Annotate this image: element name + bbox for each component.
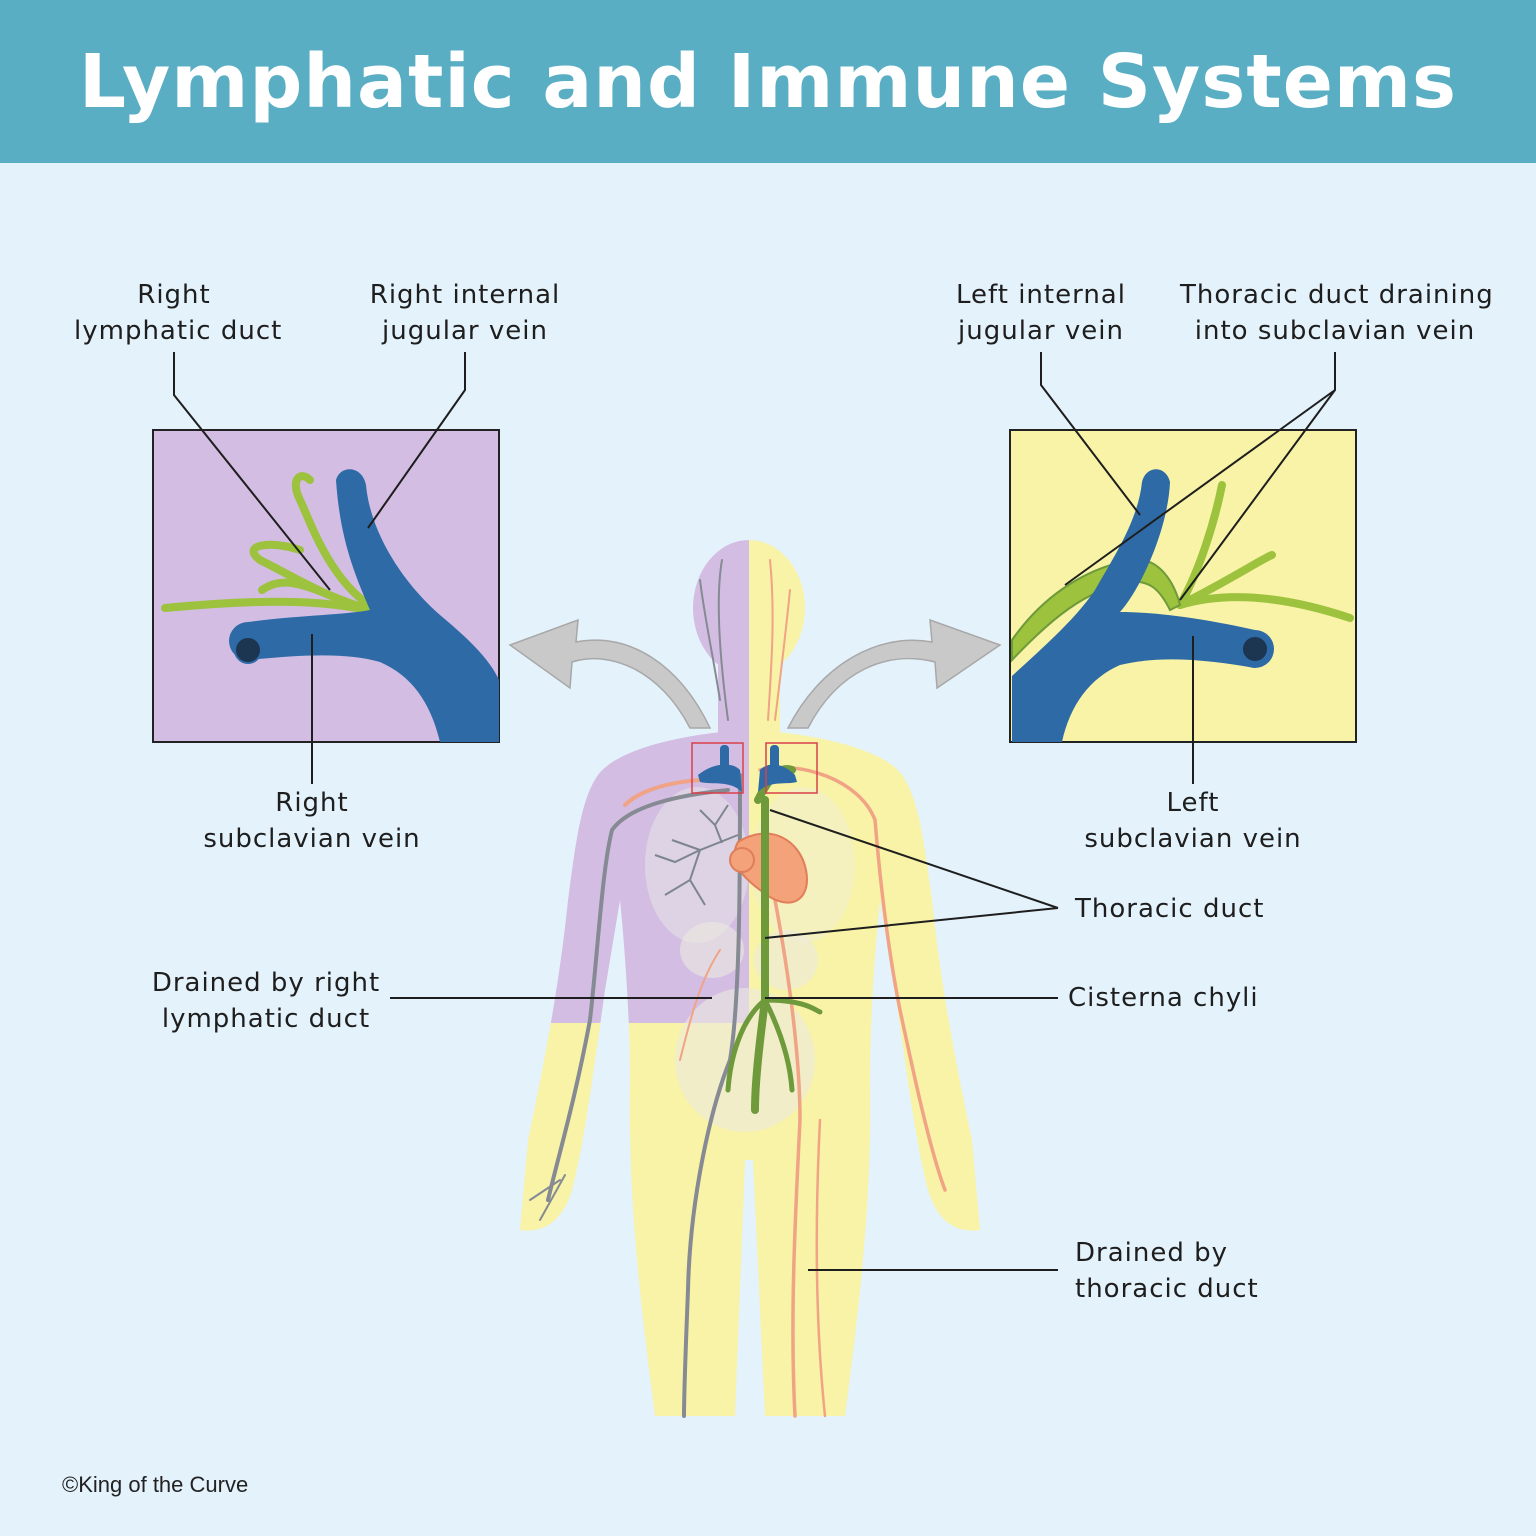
leader-right-jugular <box>367 352 466 529</box>
label-left-subclavian-vein: Left subclavian vein <box>1084 788 1302 854</box>
arrow-to-left-inset <box>786 618 1002 729</box>
arrow-to-right-inset <box>508 618 712 729</box>
left-inset-thoracic-duct <box>1011 558 1182 663</box>
copyright-notice: ©King of the Curve <box>62 1472 249 1497</box>
leader-thoracic-duct <box>764 809 1059 939</box>
right-side-vessels <box>529 559 742 1418</box>
page-title: Lymphatic and Immune Systems <box>78 38 1458 125</box>
right-highlight-box <box>691 742 744 794</box>
torso-venous-junctions <box>698 745 797 792</box>
left-inset-panel <box>1009 429 1357 743</box>
label-right-lymphatic-duct: Right lymphatic duct <box>74 280 283 346</box>
label-right-internal-jugular: Right internal jugular vein <box>369 280 561 346</box>
label-drained-by-thoracic-duct: Drained by thoracic duct <box>1075 1238 1259 1304</box>
left-highlight-box <box>765 742 818 794</box>
label-right-subclavian-vein: Right subclavian vein <box>203 788 421 854</box>
leader-lines <box>173 352 1336 1271</box>
label-thoracic-duct-draining: Thoracic duct draining into subclavian v… <box>1180 280 1494 346</box>
leader-thoracic-draining <box>1064 352 1336 601</box>
heart <box>729 832 808 904</box>
intestines <box>675 922 818 1132</box>
right-inset-lymph-vessels <box>161 472 389 619</box>
title-banner: Lymphatic and Immune Systems <box>0 0 1536 163</box>
leader-left-jugular <box>1040 352 1141 516</box>
bronchial-tree <box>654 804 739 906</box>
label-thoracic-duct: Thoracic duct <box>1075 894 1265 924</box>
label-left-internal-jugular: Left internal jugular vein <box>956 280 1126 346</box>
leader-right-lymphatic-duct <box>173 352 331 591</box>
label-cisterna-chyli: Cisterna chyli <box>1068 983 1259 1013</box>
label-drained-by-right-lymphatic-duct: Drained by right lymphatic duct <box>151 968 381 1034</box>
